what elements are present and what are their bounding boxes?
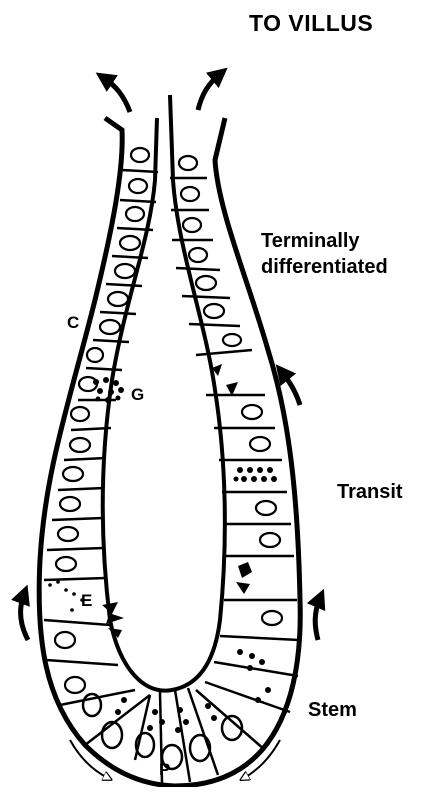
region-label-stem: Stem — [308, 697, 357, 723]
arrow-up-left-low — [21, 594, 28, 640]
cell-label-p: P — [159, 760, 170, 780]
arrow-up-right-top — [198, 74, 220, 110]
arrow-up-right-low — [315, 598, 320, 640]
region-label-transit: Transit — [337, 479, 403, 505]
goblet-granules-left — [93, 377, 124, 403]
cell-label-c: C — [67, 313, 79, 333]
region-label-line1: Terminally — [261, 228, 388, 254]
cell-label-g: G — [131, 385, 144, 405]
region-label-terminally-differentiated: Terminally differentiated — [261, 228, 388, 280]
arrow-up-right-mid — [282, 372, 300, 405]
arrow-up-left-top — [104, 78, 130, 112]
cell-label-e: E — [81, 591, 92, 611]
region-label-line2: differentiated — [261, 254, 388, 280]
heading-to-villus: TO VILLUS — [249, 10, 373, 37]
